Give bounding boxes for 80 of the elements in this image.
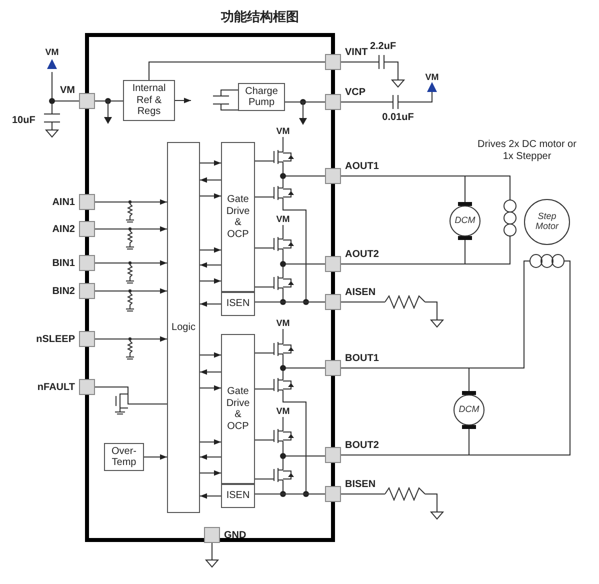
pin-label: BISEN: [345, 479, 376, 490]
function-block: [123, 80, 175, 121]
stepper-motor-symbol: [524, 199, 570, 245]
function-block: [221, 142, 255, 292]
dc-motor-symbol: [453, 391, 485, 429]
pin-label: AISEN: [345, 287, 376, 298]
signal-arrow: [94, 288, 168, 294]
signal-arrow: [200, 177, 222, 183]
block-label: ISEN: [226, 298, 250, 310]
pin-label: VCP: [345, 87, 366, 98]
pin-label: BIN2: [52, 286, 75, 296]
signal-arrow: [94, 226, 168, 232]
signal-arrow: [200, 385, 222, 391]
signal-arrow: [144, 454, 168, 460]
pin-label: GND: [224, 530, 246, 540]
signal-arrow: [94, 260, 168, 266]
value-label: VM: [276, 318, 290, 328]
value-label: 2.2uF: [370, 41, 396, 52]
connector-line: [340, 242, 510, 264]
pin-label: BOUT1: [345, 353, 379, 364]
motor-label: DCM: [454, 216, 476, 226]
signal-arrow: [200, 439, 222, 445]
pin-label: AOUT2: [345, 249, 379, 260]
connector-line: [340, 270, 524, 368]
note-text: Drives 2x DC motor or 1x Stepper: [477, 139, 577, 162]
pin-label: VINT: [345, 47, 368, 58]
function-block: [238, 83, 285, 111]
block-label: Logic: [172, 322, 196, 334]
signal-arrow: [174, 98, 192, 104]
function-block: [104, 443, 144, 471]
connector-line: [340, 176, 510, 194]
resistor-symbol: [385, 295, 425, 309]
pin-label: VM: [60, 85, 75, 96]
value-label: 0.01uF: [382, 112, 414, 124]
signal-arrow: [94, 336, 168, 342]
signal-arrow: [200, 301, 222, 307]
motor-label: DCM: [458, 405, 480, 415]
motor-label: Step Motor: [534, 212, 560, 232]
value-label: VM: [276, 406, 290, 416]
connector-line: [94, 100, 124, 102]
signal-arrow: [200, 470, 222, 476]
block-label: Over-Temp: [110, 446, 138, 468]
pin-label: nSLEEP: [36, 334, 75, 344]
dc-motor-symbol: [449, 202, 481, 240]
signal-arrow: [200, 493, 222, 499]
function-block: [221, 292, 255, 316]
value-label: 10uF: [12, 115, 36, 126]
function-block: [167, 142, 200, 513]
value-label: VM: [45, 47, 59, 58]
value-label: VM: [276, 214, 290, 224]
signal-arrow: [200, 262, 222, 268]
block-label: Charge Pump: [244, 86, 279, 108]
pin-label: AIN2: [52, 224, 75, 234]
coil-symbol: [503, 194, 517, 242]
pin-label: AIN1: [52, 196, 75, 208]
pin-label: BIN1: [52, 258, 75, 268]
signal-arrow: [200, 247, 222, 253]
signal-arrow: [200, 193, 222, 199]
value-label: VM: [276, 126, 290, 136]
signal-arrow: [200, 278, 222, 284]
signal-arrow: [200, 160, 222, 166]
pin-label: BOUT2: [345, 440, 379, 451]
pin-label: nFAULT: [37, 382, 75, 392]
signal-arrow: [200, 454, 222, 460]
block-label: ISEN: [226, 490, 250, 502]
signal-arrow: [200, 352, 222, 358]
function-block: [221, 334, 255, 484]
function-block: [221, 484, 255, 508]
connector-line: [94, 386, 168, 404]
block-label: Internal Ref & Regs: [131, 83, 167, 118]
resistor-symbol: [385, 487, 425, 501]
diagram-title: 功能结构框图: [220, 8, 300, 26]
block-label: Gate Drive & OCP: [225, 386, 251, 432]
value-label: VM: [425, 72, 439, 82]
block-label: Gate Drive & OCP: [225, 194, 251, 240]
coil-symbol: [521, 253, 573, 270]
signal-arrow: [94, 199, 168, 205]
connector-line: [148, 62, 326, 80]
signal-arrow: [200, 369, 222, 375]
pin-label: AOUT1: [345, 161, 379, 172]
